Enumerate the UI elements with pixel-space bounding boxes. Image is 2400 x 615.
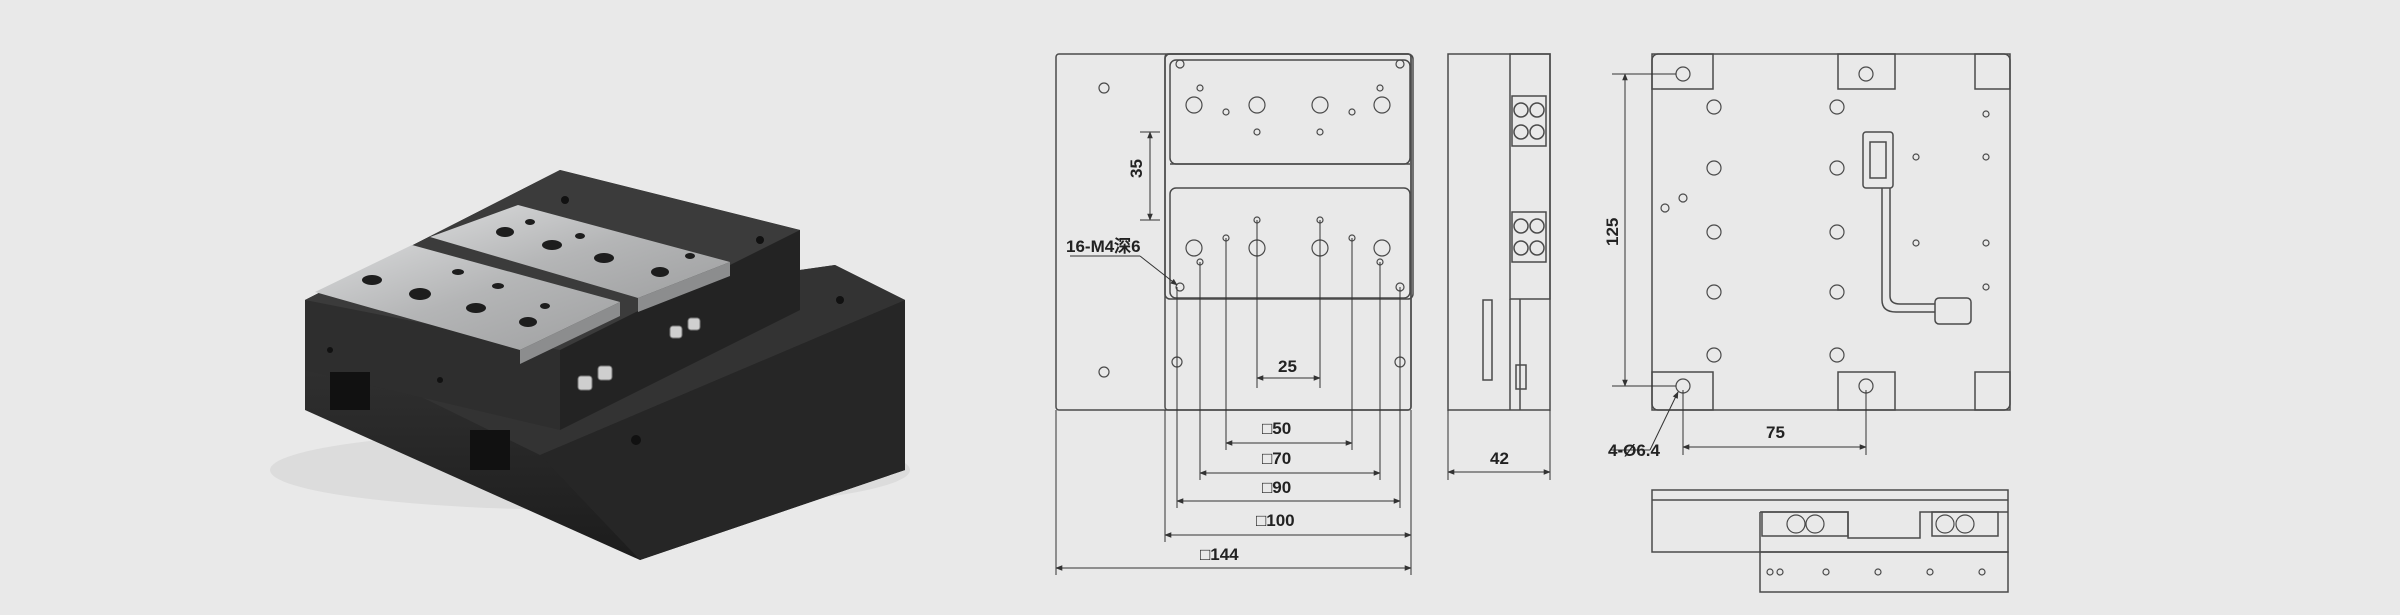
dim-144-label: □144 bbox=[1200, 545, 1239, 564]
dim-70-label: □70 bbox=[1262, 449, 1291, 468]
front-view-labels: 16-M4深6 35 25 □50 □70 □90 □100 □144 bbox=[1066, 159, 1297, 564]
dim-100-label: □100 bbox=[1256, 511, 1295, 530]
hole-spec-label: 16-M4深6 bbox=[1066, 236, 1141, 256]
xy-stage-3d-render bbox=[270, 170, 910, 560]
mount-hole-label: 4-Ø6.4 bbox=[1608, 441, 1661, 460]
bottom-view-labels: 125 75 4-Ø6.4 bbox=[1603, 218, 1785, 460]
dim-35-label: 35 bbox=[1127, 159, 1146, 178]
dim-25-label: 25 bbox=[1278, 357, 1297, 376]
dim-125-label: 125 bbox=[1603, 218, 1622, 246]
dim-90-label: □90 bbox=[1262, 478, 1291, 497]
bottom-view-drawing bbox=[1610, 53, 2011, 455]
front-view-drawing bbox=[1055, 53, 1414, 575]
bottom-elevation-drawing bbox=[1651, 489, 2009, 593]
dim-42-label: 42 bbox=[1490, 449, 1509, 468]
side-view-drawing bbox=[1447, 53, 1551, 480]
dim-50-label: □50 bbox=[1262, 419, 1291, 438]
dim-75-label: 75 bbox=[1766, 423, 1785, 442]
